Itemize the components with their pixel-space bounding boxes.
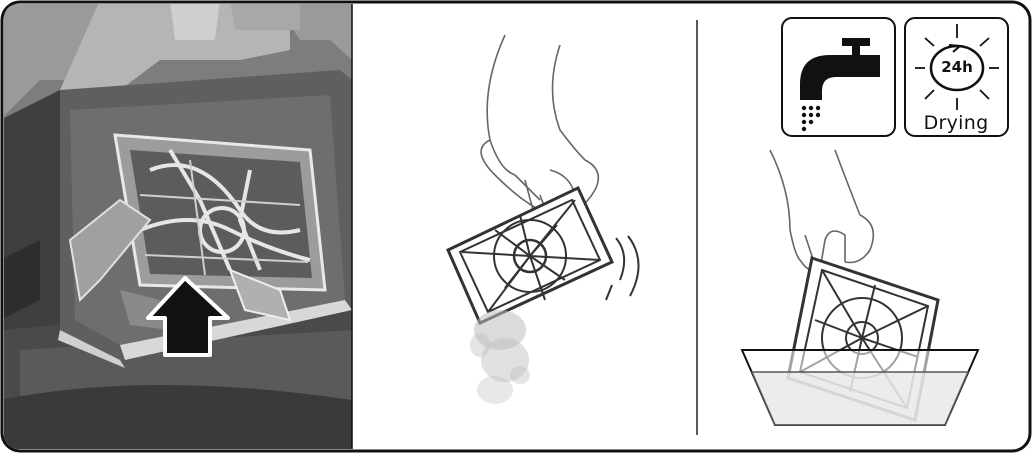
panel-remove-filter xyxy=(0,0,352,453)
tap-water-icon xyxy=(782,18,895,136)
drying-time-label: 24h xyxy=(931,58,983,76)
drying-label: Drying xyxy=(905,112,1007,134)
